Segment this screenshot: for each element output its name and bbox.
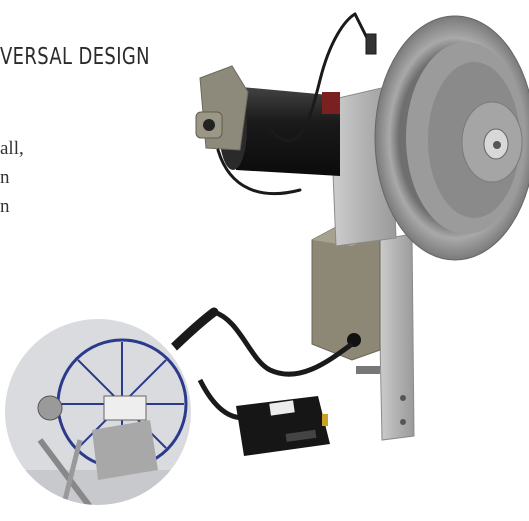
body-line-1: all, (0, 138, 24, 159)
switch-box (311, 225, 381, 361)
body-line-2: n (0, 167, 10, 188)
section-heading: VERSAL DESIGN (0, 44, 150, 70)
gfci-plug (236, 396, 330, 456)
mount-bracket (356, 233, 415, 441)
power-cord-illustration (155, 307, 354, 456)
body-text: all, n n (0, 134, 24, 221)
motor-illustration (195, 65, 340, 176)
wheel-illustration (374, 15, 529, 261)
inset-photo (0, 312, 198, 512)
motor-wires (216, 12, 377, 196)
body-line-3: n (0, 196, 10, 217)
